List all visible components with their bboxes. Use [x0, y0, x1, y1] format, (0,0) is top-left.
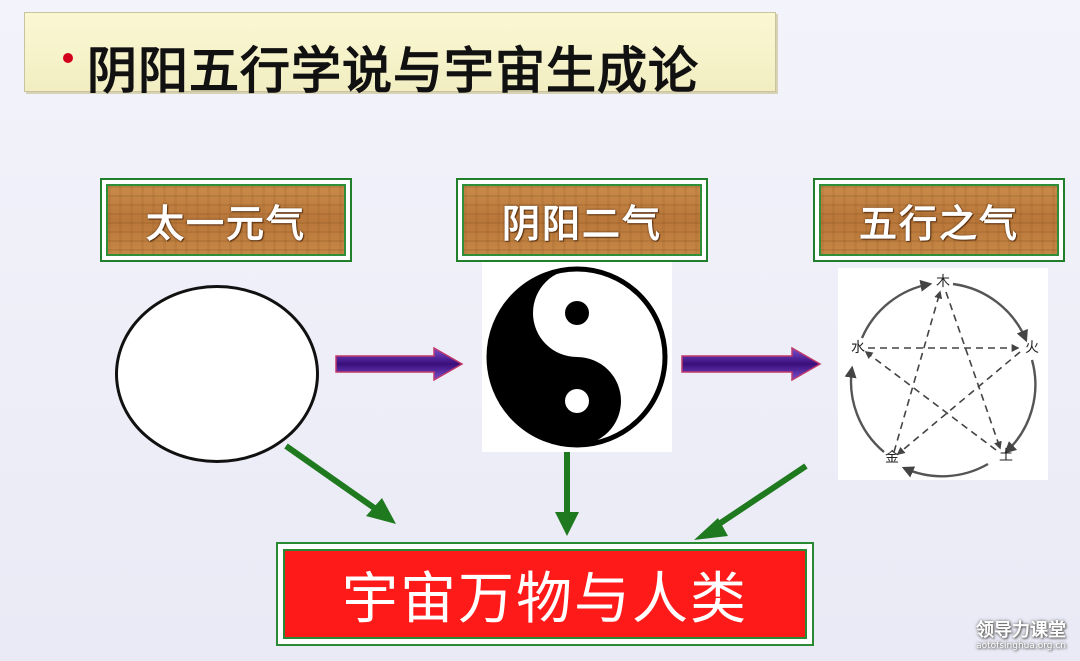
- wuxing-diagram: 木 火 土 金 水: [838, 268, 1048, 480]
- element-water: 水: [851, 340, 865, 356]
- flow-arrow-2: [681, 346, 822, 382]
- watermark-main: 领导力课堂: [976, 620, 1066, 641]
- stage-label-yinyang: 阴阳二气: [456, 178, 708, 262]
- element-fire: 火: [1025, 340, 1039, 356]
- derive-arrow-center: [555, 452, 579, 536]
- element-wood: 木: [936, 274, 950, 290]
- flow-arrow-1: [335, 346, 464, 382]
- page-title: 阴阳五行学说与宇宙生成论: [87, 42, 699, 100]
- element-metal: 金: [885, 450, 899, 466]
- element-earth: 土: [999, 448, 1013, 464]
- result-box: 宇宙万物与人类: [276, 542, 814, 646]
- derive-arrow-right: [694, 463, 808, 540]
- watermark-sub: aotofsinghua.org.cn: [976, 641, 1066, 651]
- stage-label-text: 阴阳二气: [462, 184, 702, 256]
- title-banner: 阴阳五行学说与宇宙生成论: [24, 12, 776, 100]
- stage-label-wuxing: 五行之气: [813, 178, 1065, 262]
- taiyi-circle: [115, 285, 319, 463]
- stage-label-text: 太一元气: [106, 184, 346, 256]
- watermark: 领导力课堂 aotofsinghua.org.cn: [976, 622, 1066, 651]
- stage-label-taiyi: 太一元气: [100, 178, 352, 262]
- derive-arrow-left: [284, 443, 396, 524]
- bullet-icon: [63, 53, 73, 63]
- result-text: 宇宙万物与人类: [283, 549, 807, 639]
- yin-yang-symbol: [482, 262, 672, 452]
- stage-label-text: 五行之气: [819, 184, 1059, 256]
